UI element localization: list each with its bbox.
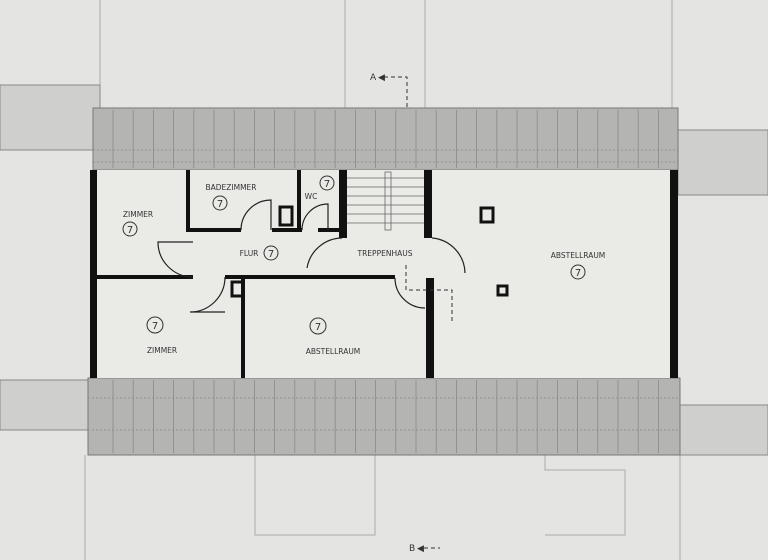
room-label-flur: FLUR — [240, 249, 259, 258]
room-number-abstellraum-right: 7 — [570, 264, 586, 280]
room-label-abstellraum-lower: ABSTELLRAUM — [306, 347, 361, 356]
svg-text:7: 7 — [575, 268, 581, 279]
room-label-wc: WC — [305, 192, 318, 201]
svg-text:7: 7 — [217, 199, 223, 210]
section-marker-b: B — [409, 544, 415, 554]
room-number-flur: 7 — [263, 245, 279, 261]
roof-top — [92, 107, 679, 171]
room-label-badezimmer: BADEZIMMER — [205, 183, 256, 192]
roof-tile-lines — [88, 110, 680, 453]
roof-bottom — [87, 377, 681, 456]
floor-area — [93, 170, 678, 378]
room-number-zimmer-lower: 7 — [146, 316, 164, 334]
shafts — [230, 205, 509, 298]
room-number-abstellraum-lower: 7 — [309, 317, 327, 335]
room-label-treppenhaus: TREPPENHAUS — [357, 249, 413, 258]
room-label-zimmer-lower: ZIMMER — [147, 346, 177, 355]
neighbour-roof-bands — [0, 84, 768, 456]
svg-text:7: 7 — [152, 321, 158, 332]
walls — [90, 170, 678, 378]
svg-text:7: 7 — [315, 322, 321, 333]
neighbour-outlines — [84, 0, 681, 560]
room-number-wc: 7 — [319, 175, 335, 191]
svg-text:7: 7 — [324, 179, 330, 190]
svg-text:7: 7 — [268, 249, 274, 260]
section-arrow-a-icon: ◀ — [378, 73, 385, 83]
section-marker-a: A — [370, 73, 377, 83]
section-arrow-b-icon: ◀ — [417, 544, 424, 554]
room-number-zimmer-upper: 7 — [122, 221, 138, 237]
room-label-abstellraum-right: ABSTELLRAUM — [551, 251, 606, 260]
room-number-badezimmer: 7 — [212, 195, 228, 211]
svg-text:7: 7 — [127, 225, 133, 236]
room-label-zimmer-upper: ZIMMER — [123, 210, 153, 219]
staircase — [347, 171, 424, 231]
section-lines — [384, 76, 453, 549]
door-swings — [157, 199, 466, 313]
